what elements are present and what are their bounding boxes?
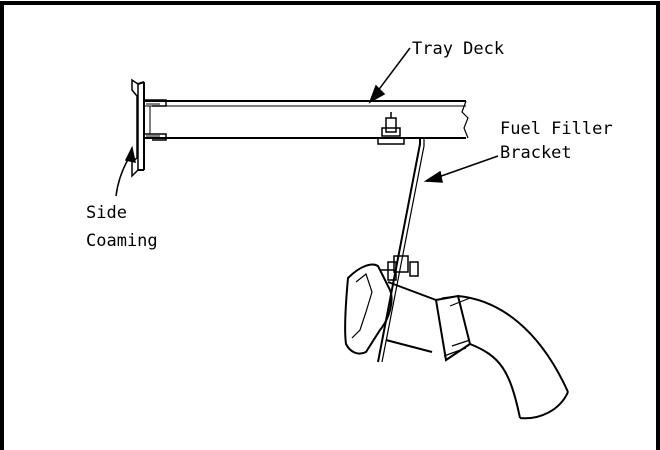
coaming-label: Coaming xyxy=(86,231,158,251)
coaming-arrowhead xyxy=(124,145,136,163)
side-coaming xyxy=(131,78,167,178)
fuel-filler-label: Fuel Filler xyxy=(500,119,613,139)
bracket-arrowhead xyxy=(423,170,443,183)
leader-lines xyxy=(115,47,499,197)
bracket-arm xyxy=(377,137,425,363)
tray-deck-label: Tray Deck xyxy=(412,39,504,59)
tray-deck-arrowhead xyxy=(368,84,386,104)
fuel-filler-neck xyxy=(344,263,569,420)
tray-deck-beam xyxy=(144,100,469,139)
upper-bolt xyxy=(377,112,405,145)
bracket-label: Bracket xyxy=(500,143,572,163)
side-label: Side xyxy=(86,203,127,223)
lower-bolt xyxy=(380,255,419,281)
